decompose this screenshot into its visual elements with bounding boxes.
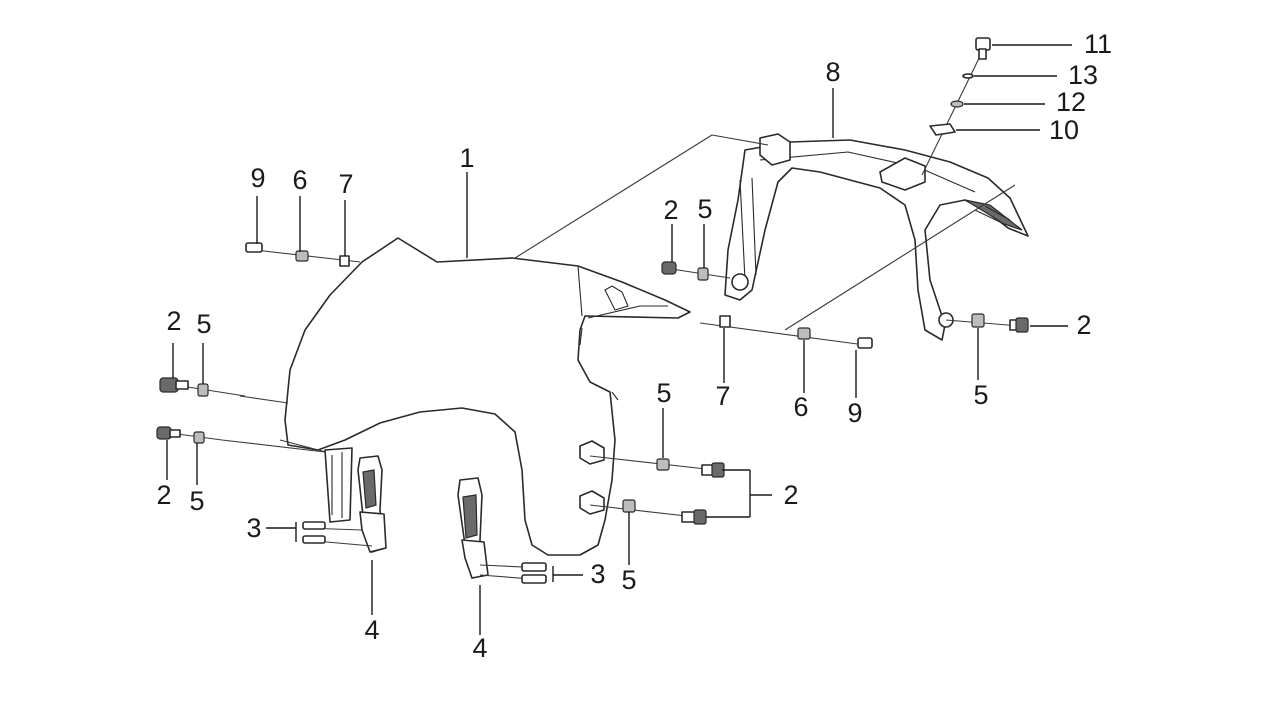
mudguard-hatch — [974, 205, 1011, 223]
washer-12 — [950, 100, 964, 108]
callout-5: 5 — [697, 194, 712, 224]
callout-11: 11 — [1084, 29, 1112, 59]
washer-5-center — [656, 458, 670, 471]
screw-9-left — [245, 242, 263, 253]
callout-3: 3 — [246, 513, 261, 543]
callout-2: 2 — [783, 480, 798, 510]
bolt-3-left-lower — [302, 535, 326, 544]
callout-6: 6 — [793, 392, 808, 422]
bolt-11-shank — [978, 48, 987, 60]
bolt-3-left-upper — [302, 521, 326, 530]
callout-5: 5 — [656, 378, 671, 408]
callout-9: 9 — [847, 398, 862, 428]
callout-5: 5 — [196, 309, 211, 339]
guide-line-top-b — [711, 134, 769, 146]
bolt-2-mudguard-front — [661, 261, 677, 275]
callout-12: 12 — [1056, 87, 1086, 117]
callout-1: 1 — [459, 143, 474, 173]
fender-nut-lower — [579, 490, 605, 515]
front-fender-cover — [284, 237, 691, 556]
bolt-2-upper-left-shank — [175, 380, 189, 390]
fender-lip-ribs — [331, 452, 343, 518]
guide-line-bottom — [784, 184, 1016, 331]
washer-5-lower-left — [193, 431, 205, 444]
bracket-left-shade — [362, 469, 377, 509]
callout-2: 2 — [156, 480, 171, 510]
washer-5-upper-left — [197, 383, 209, 397]
fender-inner-edge — [577, 265, 668, 319]
bolt-2-lower-left-shank — [169, 429, 181, 438]
callout-10: 10 — [1049, 115, 1079, 145]
mudguard-front-bracket — [759, 133, 791, 166]
clip-6-left — [295, 250, 309, 262]
fasteners — [156, 37, 1029, 584]
bracket-left-foot — [359, 511, 387, 553]
callout-8: 8 — [825, 57, 840, 87]
bolt-2-mudguard-rear — [1015, 317, 1029, 333]
inner-mudguard — [724, 133, 1029, 341]
callout-4: 4 — [364, 615, 379, 645]
fender-contour — [579, 327, 619, 401]
bolt-2-lower-left — [156, 426, 172, 440]
screw-9-right — [857, 337, 873, 349]
callout-3: 3 — [590, 559, 605, 589]
washer-5-center-lower — [622, 499, 636, 513]
axis-2-5-to-fender-upper — [239, 395, 289, 404]
callout-4: 4 — [472, 633, 487, 663]
bracket-right-shade — [462, 494, 478, 539]
washer-13 — [962, 73, 974, 79]
bolt-3-right-lower — [521, 574, 547, 584]
fender-rear-lip — [324, 447, 353, 523]
mudguard-body — [724, 139, 1029, 341]
callout-labels: 1 2 2 2 2 2 3 3 4 4 5 5 5 5 5 5 6 6 7 7 … — [156, 29, 1112, 663]
callout-6: 6 — [292, 165, 307, 195]
mudguard-hole-left — [731, 273, 749, 291]
axis-5-2-lower — [589, 504, 696, 518]
callout-2: 2 — [166, 306, 181, 336]
leader-lines — [166, 44, 1072, 635]
fender-top-mount — [604, 285, 629, 311]
washer-5-mudguard-rear — [971, 313, 985, 328]
fender-shell — [284, 237, 691, 556]
nut-7-left — [339, 255, 350, 267]
guide-line-top — [514, 134, 713, 259]
washer-5-mudguard-front — [697, 267, 709, 281]
callout-5: 5 — [189, 486, 204, 516]
callout-2: 2 — [1076, 310, 1091, 340]
callout-7: 7 — [715, 381, 730, 411]
clip-6-right — [797, 327, 811, 340]
axis-2-5-to-fender-lower — [221, 439, 326, 453]
mudguard-ridge — [759, 151, 976, 193]
callout-2: 2 — [663, 195, 678, 225]
nut-7-right — [719, 315, 731, 328]
callout-5: 5 — [621, 565, 636, 595]
callout-9: 9 — [250, 163, 265, 193]
bracket-right-foot — [461, 539, 489, 579]
guide-line-lip — [279, 439, 327, 453]
bolt-2-center-lower — [693, 509, 707, 525]
mudguard-side-ribs — [739, 177, 757, 281]
fork-bracket-right — [457, 477, 489, 579]
axis-11-13-12-10 — [921, 47, 985, 176]
callout-7: 7 — [338, 169, 353, 199]
callout-13: 13 — [1068, 60, 1098, 90]
clip-10 — [929, 123, 956, 136]
mudguard-rear-bracket — [879, 157, 926, 191]
fork-bracket-left — [357, 455, 387, 553]
fender-nut-upper — [579, 440, 605, 465]
bolt-3-right-upper — [521, 562, 547, 572]
axis-5-2-upper — [589, 455, 716, 471]
callout-5: 5 — [973, 380, 988, 410]
